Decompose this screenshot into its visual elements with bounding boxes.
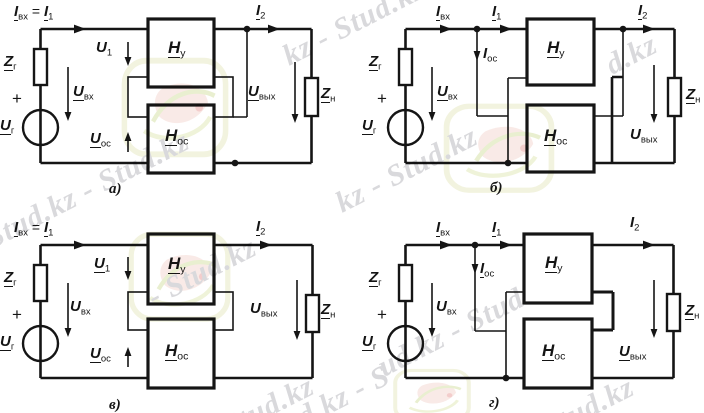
label-b-plus: + — [377, 89, 387, 108]
load-impedance-symbol — [303, 76, 320, 118]
label-g-h-fb: Hос — [542, 341, 566, 363]
label-a-u-gen: Uг — [0, 117, 15, 137]
label-b-i-1: I1 — [492, 3, 502, 23]
current-arrow-in — [74, 24, 86, 34]
ufb-arrow-head — [124, 347, 132, 356]
label-b-u-in: Uвх — [437, 83, 458, 103]
label-v-i-2: I2 — [256, 218, 266, 238]
label-b-h-fb: Hос — [544, 126, 568, 148]
label-v-i-in-eq-i1: Iвх = I1 — [14, 219, 54, 239]
label-v-z-load: Zн — [321, 301, 336, 321]
node-dot — [619, 25, 627, 33]
label-v-u-fb: Uос — [90, 345, 111, 365]
label-g-caption: г) — [489, 395, 500, 411]
label-v-caption: в) — [109, 397, 121, 413]
label-a-z-gen: Zг — [4, 53, 17, 73]
feedback-box — [146, 317, 216, 390]
label-a-plus: + — [12, 89, 22, 108]
current-arrow-i1 — [500, 24, 512, 34]
feedback-branch-wires — [474, 245, 524, 378]
label-g-h-amp: Hу — [545, 253, 563, 275]
current-arrow-in — [440, 24, 452, 34]
label-b-u-gen: Uг — [362, 117, 377, 137]
load-impedance-symbol — [304, 293, 321, 334]
amplifier-box — [525, 17, 596, 87]
label-b-z-gen: Zг — [369, 53, 382, 73]
label-g-z-gen: Zг — [369, 269, 382, 289]
label-g-plus: + — [377, 305, 387, 324]
generator-impedance-symbol — [397, 263, 414, 303]
output-tap-wire — [233, 29, 248, 118]
label-v-u-1: U1 — [94, 255, 111, 275]
current-arrow-i1 — [500, 240, 512, 250]
node-dot — [471, 241, 479, 249]
ifb-arrow-head — [471, 264, 479, 274]
uin-arrow-head — [428, 112, 436, 121]
label-a-u-in: Uвх — [73, 83, 94, 103]
label-b-i-2: I2 — [638, 2, 648, 22]
label-g-i-2: I2 — [630, 214, 640, 234]
load-impedance-symbol — [666, 76, 683, 118]
circuit-variant-g — [386, 232, 682, 390]
current-arrow-out — [268, 24, 280, 34]
label-b-i-in: Iвх — [436, 3, 450, 23]
current-arrow-out — [260, 240, 272, 250]
label-v-u-out: Uвых — [250, 300, 278, 320]
label-b-z-load: Zн — [686, 86, 701, 106]
generator-impedance-symbol — [32, 47, 49, 87]
series-output-bracket — [592, 290, 615, 332]
label-a-u-out: Uвых — [248, 83, 276, 103]
generator-impedance-symbol — [32, 263, 49, 303]
label-v-h-fb: Hос — [165, 341, 189, 363]
label-b-i-fb: Iос — [483, 45, 498, 65]
label-b-u-out: Uвых — [630, 126, 658, 146]
label-a-i-2: I2 — [256, 2, 266, 22]
label-a-u-1: U1 — [96, 39, 113, 59]
ifb-arrow-head — [473, 51, 481, 61]
output-return-wire — [610, 75, 623, 163]
label-g-u-out: Uвых — [619, 343, 647, 363]
label-g-z-load: Zн — [685, 302, 700, 322]
label-g-i-1: I1 — [492, 219, 502, 239]
label-g-i-in: Iвх — [436, 219, 450, 239]
label-a-caption: а) — [109, 181, 122, 197]
uout-arrow-head — [650, 329, 658, 338]
current-arrow-out — [643, 24, 655, 34]
uout-arrow-head — [650, 114, 658, 123]
node-dot — [502, 374, 510, 382]
node-dot — [473, 25, 481, 33]
amplifier-box — [522, 232, 594, 305]
label-g-u-gen: Uг — [362, 333, 377, 353]
label-a-u-fb: Uос — [90, 130, 111, 150]
generator-impedance-symbol — [397, 47, 414, 87]
uin-arrow-head — [428, 328, 436, 337]
uin-arrow-head — [64, 112, 72, 121]
label-a-h-fb: Hос — [165, 126, 189, 148]
label-g-u-in: Uвх — [436, 298, 457, 318]
uout-arrow-head — [293, 331, 301, 340]
load-impedance-symbol — [665, 292, 682, 333]
current-arrow-in — [74, 240, 86, 250]
label-b-caption: б) — [490, 180, 503, 196]
label-v-h-amp: Hу — [168, 254, 186, 276]
current-arrow-in — [440, 240, 452, 250]
uin-arrow-head — [64, 328, 72, 337]
label-v-u-in: Uвх — [70, 298, 91, 318]
label-v-z-gen: Zг — [4, 269, 17, 289]
label-a-i-in-eq-i1: Iвх = I1 — [14, 3, 54, 23]
label-v-u-gen: Uг — [0, 333, 15, 353]
current-arrow-out — [643, 240, 655, 250]
node-dot — [231, 159, 239, 167]
label-a-z-load: Zн — [321, 85, 336, 105]
label-v-plus: + — [12, 305, 22, 324]
node-dot — [243, 25, 251, 33]
uout-arrow-head — [291, 114, 299, 123]
label-b-h-amp: Hу — [547, 38, 565, 60]
label-a-h-amp: Hу — [168, 38, 186, 60]
feedback-box — [522, 317, 594, 390]
label-g-i-fb: Iос — [480, 260, 495, 280]
